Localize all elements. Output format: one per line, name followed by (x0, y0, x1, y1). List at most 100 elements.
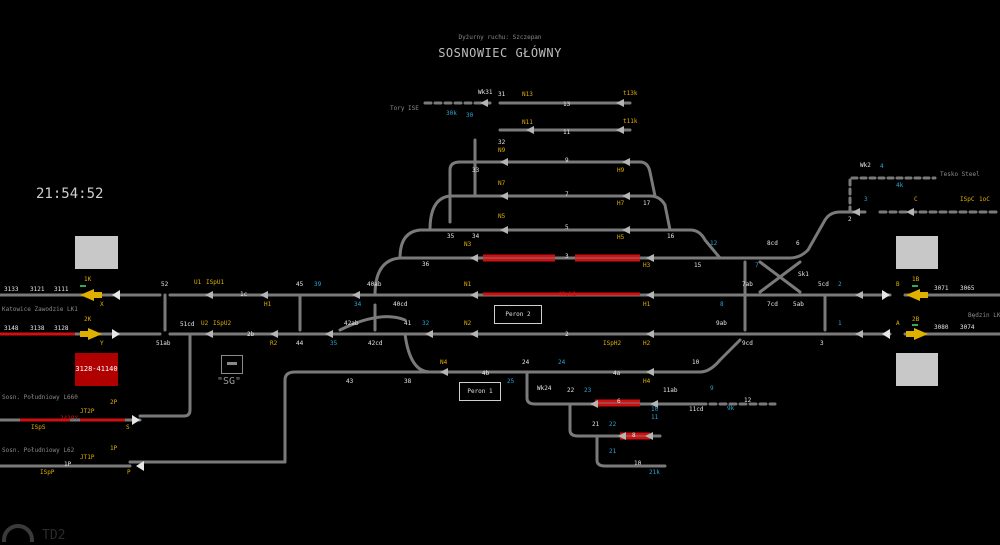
track-label: Wk31 (478, 89, 493, 96)
panel-right-top[interactable] (896, 236, 938, 269)
track-label: 2419Y (60, 415, 78, 422)
track-label: 8 (632, 432, 636, 439)
track-label: 4k (896, 182, 904, 189)
track-label: 12 (710, 240, 718, 247)
track-label: 9 (710, 385, 714, 392)
track-label: 21k (649, 469, 660, 476)
track-label: X (100, 301, 104, 308)
track-label: 22 (609, 421, 617, 428)
track-label: H1 (264, 301, 272, 308)
track-label: 2B (912, 316, 920, 323)
track-label: 9cd (742, 340, 753, 347)
platform-1: Peron 1 (459, 382, 501, 401)
track-label: 31 (498, 91, 506, 98)
track-label: N5 (498, 213, 506, 220)
track-label: N9 (498, 147, 506, 154)
track-label: 51ab (156, 340, 171, 347)
track-label: N11 (522, 119, 533, 126)
brand-logo: TD2 (0, 512, 65, 545)
track-label: 1 (838, 320, 842, 327)
signal-1K (80, 289, 94, 301)
track-label: 4b (482, 370, 490, 377)
track-label: 30k (446, 110, 457, 117)
track-label: H5 (617, 234, 625, 241)
track-label: A (896, 320, 900, 327)
track-label: 8cd (767, 240, 778, 247)
track-label: 22 (567, 387, 575, 394)
sg-icon[interactable] (221, 355, 243, 374)
track-label: 34 (354, 301, 362, 308)
track-label: N7 (498, 180, 506, 187)
track-label: ISpP (40, 469, 55, 476)
track-label: 6 (796, 240, 800, 247)
track-label: 42cd (368, 340, 383, 347)
track-label: 2 (565, 331, 569, 338)
track-label: Y (100, 340, 104, 347)
panel-left[interactable] (75, 236, 118, 269)
track-label: H9 (617, 167, 625, 174)
track-label: 5 (565, 224, 569, 231)
track-label: 1P (110, 445, 118, 452)
occupied-block-box[interactable]: 3128-41140 (75, 353, 118, 386)
track-label: Sosn. Południowy L660 (2, 394, 78, 401)
track-label: 2P (110, 399, 118, 406)
track-label: 3 (820, 340, 824, 347)
track-label: P (127, 469, 131, 476)
track-label: JT1P (80, 454, 95, 461)
track-label: N3 (464, 241, 472, 248)
track-label: R2 (270, 340, 278, 347)
track-label: 38 (404, 378, 412, 385)
track-label: 4a (613, 370, 621, 377)
track-label: 40ok1 (558, 291, 576, 298)
track-label: 35 (447, 233, 455, 240)
dispatcher-label: Dyżurny ruchu: Szczepan (458, 34, 542, 41)
clock: 21:54:52 (36, 186, 104, 202)
track-label: H4 (643, 378, 651, 385)
track-label: 7 (565, 191, 569, 198)
track-label: 17 (643, 200, 651, 207)
track-label: Sk1 (798, 271, 809, 278)
track-label: 40ab (367, 281, 382, 288)
track-label: N13 (522, 91, 533, 98)
track-label: 32 (498, 139, 506, 146)
track-label: 5ab (793, 301, 804, 308)
track-label: B (896, 281, 900, 288)
track-label: S (126, 424, 130, 431)
track-label: 43 (346, 378, 354, 385)
track-label: 42ab (344, 320, 359, 327)
track-label: 7 (755, 262, 759, 269)
track-label: 3071 (934, 285, 949, 292)
track-label: 9ab (716, 320, 727, 327)
panel-right-bottom[interactable] (896, 353, 938, 386)
track-label: 3111 (54, 286, 69, 293)
track-label: JT2P (80, 408, 95, 415)
track-label: 11cd (689, 406, 704, 413)
track-label: 11ab (663, 387, 678, 394)
sg-label: "SG" (217, 376, 242, 387)
track-label: U2 (201, 320, 209, 327)
track-label: 3 (864, 196, 868, 203)
track-label: 3133 (4, 286, 19, 293)
track-label: 36 (422, 261, 430, 268)
track-label: 25 (507, 378, 515, 385)
track-label: 3138 (30, 325, 45, 332)
track-label: Wk24 (537, 385, 552, 392)
track-label: 3121 (30, 286, 45, 293)
track-label: 13 (563, 101, 571, 108)
track-label: 12 (744, 397, 752, 404)
track-label: 34 (472, 233, 480, 240)
track-label: 10 (692, 359, 700, 366)
track-label: 35 (330, 340, 338, 347)
track-label: 1P (64, 461, 72, 468)
track-label: t11k (623, 118, 638, 125)
track-label: H3 (643, 262, 651, 269)
track-label: Sosn. Południowy L62 (2, 447, 75, 454)
track-label: 33 (472, 167, 480, 174)
track-label: 16 (667, 233, 675, 240)
track-label: 10 (651, 406, 659, 413)
track-label: 24 (522, 359, 530, 366)
track-label: 2K (84, 316, 92, 323)
track-label: 9 (565, 157, 569, 164)
track-label: 1oC (979, 196, 990, 203)
track-label: 45 (296, 281, 304, 288)
